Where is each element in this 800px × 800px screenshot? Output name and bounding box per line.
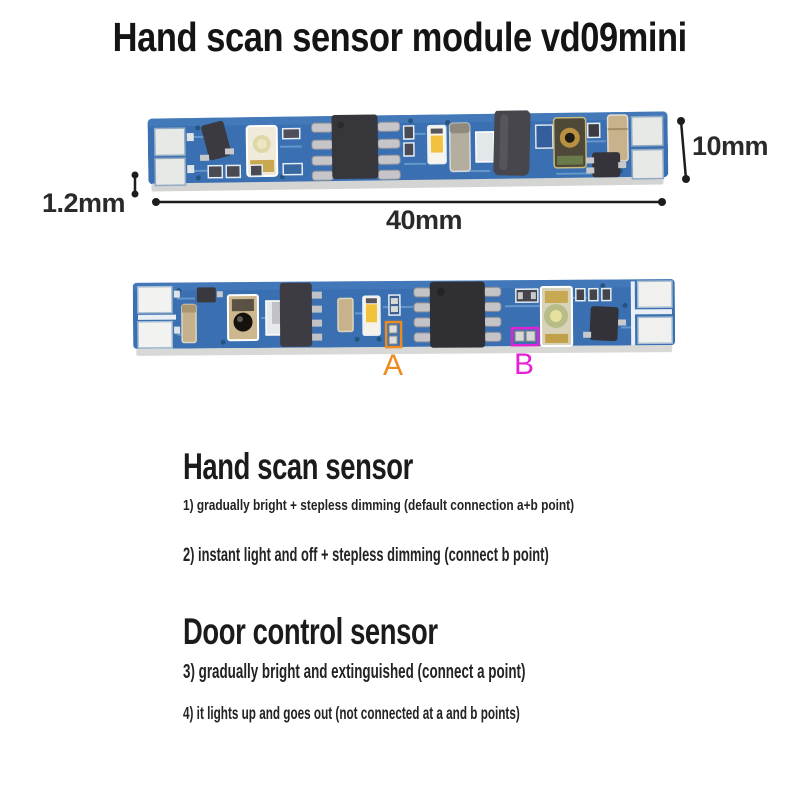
vias — [176, 283, 628, 345]
dimension-line-height — [677, 117, 690, 183]
resistor-above-b — [515, 288, 539, 303]
capacitor-gray — [448, 122, 471, 173]
silk-box — [534, 124, 554, 149]
feature-item-4: 4) it lights up and goes out (not connec… — [183, 702, 520, 723]
white-component — [474, 131, 495, 163]
point-b-label: B — [514, 348, 535, 381]
point-a-label: A — [383, 349, 404, 382]
height-dimension-label: 10mm — [692, 131, 769, 161]
copper-traces — [191, 132, 613, 175]
feature-item-2: 2) instant light and off + stepless dimm… — [183, 543, 549, 566]
page-title: Hand scan sensor module vd09mini — [0, 14, 800, 61]
yellow-led — [362, 295, 381, 337]
thickness-dimension-label: 1.2mm — [42, 188, 126, 218]
soic8-chip — [413, 281, 502, 348]
point-a-box — [384, 320, 403, 349]
pcb-bottom-photo — [132, 279, 676, 356]
solder-pads-left — [153, 127, 195, 187]
point-b-box — [510, 326, 540, 347]
dimension-line-thickness — [131, 171, 139, 198]
section-heading-hand-scan: Hand scan sensor — [183, 445, 413, 487]
sot223-regulator — [271, 282, 323, 347]
resistor-pair-vertical — [388, 294, 401, 316]
width-dimension-label: 40mm — [386, 205, 463, 235]
resistor-row — [575, 287, 612, 302]
soic8-chip — [311, 114, 401, 181]
yellow-led — [426, 124, 447, 165]
capacitor-tan — [606, 114, 629, 162]
feature-item-1: 1) gradually bright + stepless dimming (… — [183, 497, 575, 514]
page-title-text: Hand scan sensor module vd09mini — [112, 14, 688, 60]
capacitor-tan-left — [181, 303, 197, 344]
inductor-dark — [493, 109, 531, 176]
ir-sensor — [552, 116, 587, 169]
transistor-sot23-right — [586, 152, 627, 178]
big-led — [539, 285, 574, 348]
small-resistors — [207, 122, 601, 179]
transistor-sot23 — [200, 120, 235, 161]
transistor-sot23 — [583, 306, 627, 342]
capacitor-tan — [337, 297, 354, 333]
feature-item-3: 3) gradually bright and extinguished (co… — [183, 661, 526, 683]
solder-pads-left — [137, 285, 181, 349]
section-heading-door-control: Door control sensor — [183, 610, 438, 652]
solder-pads-right — [637, 280, 673, 345]
vias — [195, 118, 623, 181]
transistor-small — [196, 287, 223, 303]
ir-receiver — [226, 294, 260, 342]
silk-separators — [137, 281, 672, 346]
solder-pads-right — [630, 115, 665, 180]
pcb-top-photo — [147, 109, 669, 192]
dimension-line-width — [152, 198, 666, 206]
